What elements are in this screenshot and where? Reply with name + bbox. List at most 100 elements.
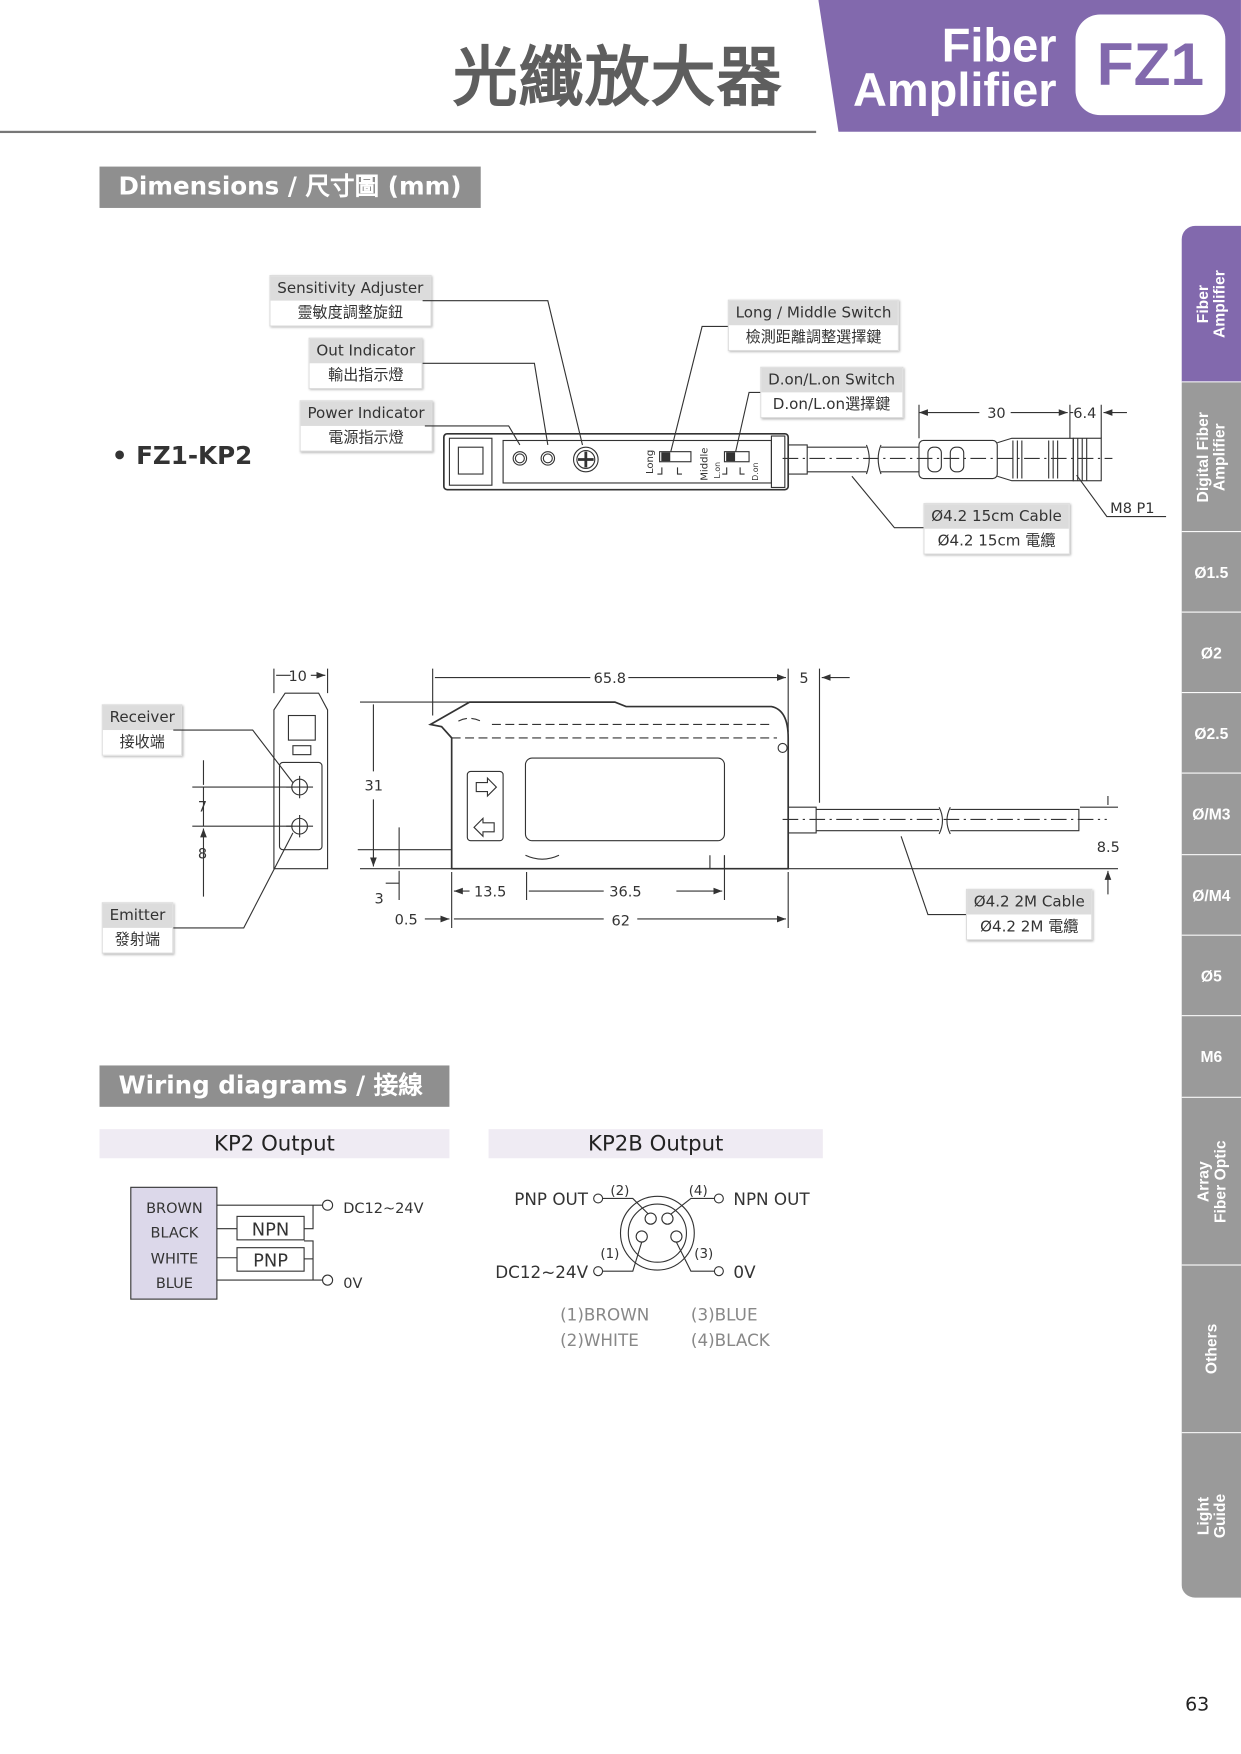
wire-black: BLACK xyxy=(151,1226,199,1242)
kp2-vplus: DC12~24V xyxy=(343,1201,423,1217)
callout-zh: 靈敏度調整旋鈕 xyxy=(270,300,431,326)
amplifier-side-view xyxy=(173,669,327,929)
tab-label: Ø2.5 xyxy=(1194,723,1229,742)
callout-zh: 輸出指示燈 xyxy=(309,363,422,388)
switch-label-don: D.on xyxy=(751,462,760,480)
legend-brown: (1)BROWN xyxy=(560,1304,649,1324)
sidebar-tab-d1-5[interactable]: Ø1.5 xyxy=(1181,532,1241,613)
top-dimensions xyxy=(919,405,1127,439)
tab-label: Ø1.5 xyxy=(1194,562,1229,581)
pnp-out-label: PNP OUT xyxy=(514,1189,589,1209)
callout-en: Out Indicator xyxy=(309,338,422,364)
dim-36-5: 36.5 xyxy=(609,885,641,901)
tab-label: Array xyxy=(1193,1160,1212,1202)
page-title-zh: 光纖放大器 xyxy=(452,39,783,116)
tab-label: Light xyxy=(1193,1496,1212,1535)
page-number: 63 xyxy=(1185,1693,1210,1717)
dim-5: 5 xyxy=(799,671,808,687)
sidebar-tab-others[interactable]: Others xyxy=(1181,1265,1241,1434)
pin-3-label: (3) xyxy=(694,1247,713,1262)
tab-label: M6 xyxy=(1200,1047,1223,1066)
dim-6-4: 6.4 xyxy=(1073,406,1096,422)
out-indicator-icon xyxy=(540,451,556,466)
callout-zh: 接收端 xyxy=(102,730,182,755)
dim-31: 31 xyxy=(364,778,382,794)
tab-label: Amplifier xyxy=(1210,422,1229,491)
page-title-en-line2: Amplifier xyxy=(852,63,1057,117)
amplifier-top-view xyxy=(443,432,1113,491)
callout-zh: 檢測距離調整選擇鍵 xyxy=(728,325,899,350)
dim-10: 10 xyxy=(288,669,306,685)
switch-label-lon: L.on xyxy=(713,462,722,479)
dim-30: 30 xyxy=(987,406,1005,422)
callout-zh: D.on/L.on選擇鍵 xyxy=(761,392,902,418)
legend-white: (2)WHITE xyxy=(560,1330,639,1350)
callout-en: Emitter xyxy=(102,903,173,928)
dim-7: 7 xyxy=(198,800,207,816)
callout-en: D.on/L.on Switch xyxy=(761,367,902,393)
switch-label-middle: Middle xyxy=(700,448,711,481)
header-rule xyxy=(0,130,817,134)
don-lon-switch xyxy=(723,451,750,463)
kp2b-connector-diagram xyxy=(593,1193,724,1277)
dim-65-8: 65.8 xyxy=(594,671,626,687)
callout-en: Receiver xyxy=(102,705,182,731)
dim-13-5: 13.5 xyxy=(474,885,506,901)
series-badge: FZ1 xyxy=(1075,14,1226,116)
sidebar-tab-d2-5[interactable]: Ø2.5 xyxy=(1181,693,1241,774)
wire-white: WHITE xyxy=(151,1251,199,1267)
leader-lines-top xyxy=(422,300,1167,529)
callout-zh: Ø4.2 15cm 電纜 xyxy=(924,528,1069,554)
page-title-en-line1: Fiber xyxy=(941,19,1057,72)
sidebar-tab-m4[interactable]: Ø/M4 xyxy=(1181,855,1241,936)
npn-label: NPN xyxy=(252,1219,290,1240)
sidebar-tab-m3[interactable]: Ø/M3 xyxy=(1181,773,1241,856)
sidebar-tab-d2[interactable]: Ø2 xyxy=(1181,612,1241,694)
connector-label: M8 P1 xyxy=(1110,501,1154,517)
dim-8-5: 8.5 xyxy=(1097,840,1120,856)
kp2b-output-title: KP2B Output xyxy=(488,1129,823,1159)
tab-label: Ø/M4 xyxy=(1192,886,1231,904)
tab-label: Amplifier xyxy=(1210,269,1229,338)
pin-1-label: (1) xyxy=(600,1247,619,1262)
tab-label: Ø/M3 xyxy=(1192,804,1231,823)
switch-label-long: Long xyxy=(645,450,656,474)
sensitivity-adjuster-icon xyxy=(572,446,599,473)
amplifier-front-view xyxy=(357,669,1119,928)
sidebar-tab-d5[interactable]: Ø5 xyxy=(1181,935,1241,1017)
sidebar-tab-m6[interactable]: M6 xyxy=(1181,1016,1241,1098)
kp2-output-title: KP2 Output xyxy=(99,1129,450,1159)
kp2-0v: 0V xyxy=(343,1276,362,1292)
kp2-wiring-diagram xyxy=(130,1186,334,1300)
pnp-label: PNP xyxy=(253,1251,288,1272)
wire-brown: BROWN xyxy=(146,1201,203,1217)
dim-62: 62 xyxy=(612,914,630,930)
callout-zh: 電源指示燈 xyxy=(300,425,432,451)
tab-label: Ø2 xyxy=(1200,643,1222,662)
tab-label: Fiber xyxy=(1193,284,1212,323)
kp2b-0v: 0V xyxy=(733,1262,756,1282)
pin-4-label: (4) xyxy=(689,1184,708,1199)
tab-label: Guide xyxy=(1210,1493,1229,1538)
model-label: FZ1-KP2 xyxy=(136,442,253,471)
dim-3: 3 xyxy=(375,891,384,907)
tab-label: Fiber Optic xyxy=(1210,1139,1229,1223)
model-name: • FZ1-KP2 xyxy=(111,442,253,471)
tab-label: Ø5 xyxy=(1200,966,1222,985)
legend-blue: (3)BLUE xyxy=(691,1304,758,1324)
